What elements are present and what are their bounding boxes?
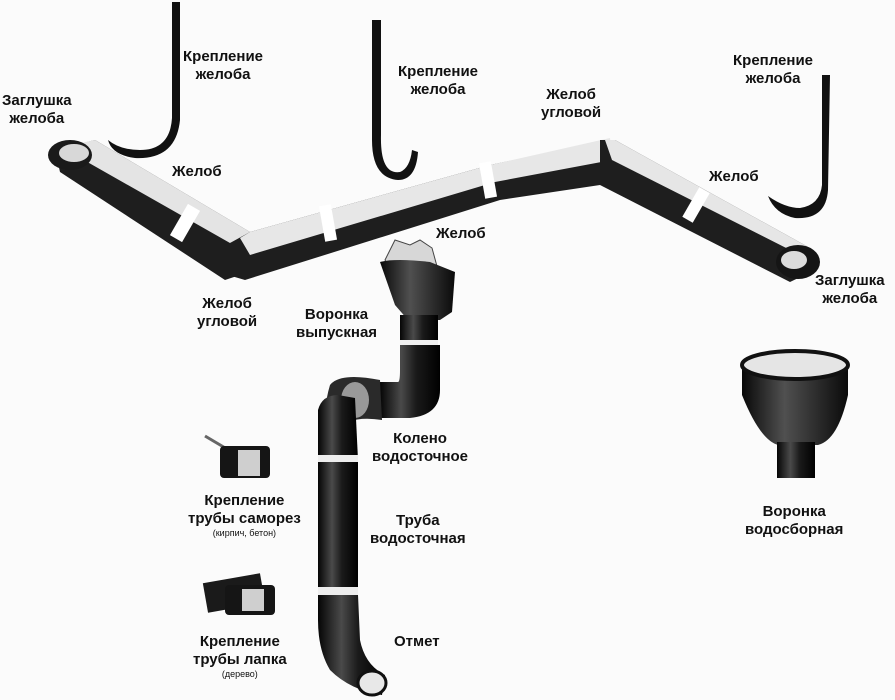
- funnel-band: [400, 340, 438, 348]
- label-line: Крепление: [733, 52, 814, 69]
- gutter-center-inner: [240, 138, 612, 255]
- label-end-cap-left: Заглушка желоба: [2, 92, 72, 128]
- label-line: Желоб: [436, 225, 486, 242]
- end-cap-left-face: [59, 144, 89, 162]
- collector-funnel-spout: [777, 442, 815, 478]
- clamp-bracket-ring-inner: [242, 589, 264, 611]
- label-hook-right: Крепление желоба: [733, 52, 813, 88]
- label-line: Желоб: [172, 163, 222, 180]
- label-note: (кирпич, бетон): [212, 528, 277, 538]
- label-line: Желоб: [202, 295, 252, 312]
- label-line: Крепление: [183, 48, 264, 65]
- collector-funnel-rim: [740, 349, 850, 381]
- label-line: желоба: [745, 70, 801, 87]
- label-line: Крепление: [199, 633, 280, 650]
- label-line: желоба: [822, 290, 878, 307]
- label-line: Воронка: [762, 503, 826, 520]
- label-line: трубы лапка: [193, 651, 287, 668]
- label-end-cap-right: Заглушка желоба: [815, 272, 885, 308]
- outlet-opening: [356, 669, 388, 697]
- label-line: угловой: [197, 313, 258, 330]
- label-line: Колено: [393, 430, 447, 447]
- label-elbow: Колено водосточное: [372, 430, 468, 466]
- label-line: Заглушка: [815, 272, 885, 289]
- pipe-clamp-bracket: [202, 573, 275, 615]
- downpipe: [318, 345, 440, 697]
- gutter-hooks: [108, 2, 830, 219]
- label-pipe: Труба водосточная: [370, 512, 466, 548]
- label-hook-mid: Крепление желоба: [398, 63, 478, 99]
- upper-elbow: [380, 345, 440, 418]
- collector-funnel: [740, 349, 850, 478]
- label-gutter-left: Желоб: [172, 163, 222, 181]
- label-gutter-center: Желоб: [436, 225, 486, 243]
- gutter-connector: [682, 187, 710, 223]
- pipe-band-top: [318, 455, 358, 464]
- gutter-hook-right: [768, 75, 830, 219]
- gutter-run: [48, 138, 820, 282]
- label-gutter-right: Желоб: [709, 168, 759, 186]
- gutter-hook-left: [108, 2, 180, 159]
- gutter-right-inner: [605, 140, 810, 255]
- gutter-connector: [478, 161, 498, 199]
- label-line: угловой: [541, 104, 602, 121]
- label-collector-funnel: Воронка водосборная: [745, 503, 843, 539]
- collector-funnel-body: [742, 365, 848, 445]
- label-line: Заглушка: [2, 92, 72, 109]
- lower-elbow: [318, 395, 358, 460]
- label-corner-top: Желоб угловой: [541, 86, 601, 122]
- label-outlet-funnel: Воронка выпускная: [296, 306, 377, 342]
- label-line: трубы саморез: [188, 510, 301, 527]
- label-note: (дерево): [221, 669, 258, 679]
- label-clamp-bracket: Крепление трубы лапка (дерево): [193, 633, 287, 680]
- label-line: желоба: [410, 81, 466, 98]
- label-corner-bottom: Желоб угловой: [197, 295, 257, 331]
- label-line: Отмет: [394, 633, 440, 650]
- label-line: Крепление: [204, 492, 285, 509]
- funnel-body: [380, 260, 455, 320]
- gutter-hook-mid: [372, 20, 418, 180]
- label-line: водосточная: [370, 530, 466, 547]
- label-line: Воронка: [304, 306, 369, 323]
- label-line: желоба: [9, 110, 65, 127]
- outlet-funnel: [380, 239, 455, 348]
- end-cap-right-face: [781, 251, 807, 269]
- gutter-connector: [318, 204, 338, 242]
- label-line: желоба: [195, 66, 251, 83]
- downpipe-body: [318, 462, 358, 590]
- label-hook-left: Крепление желоба: [183, 48, 263, 84]
- label-clamp-screw: Крепление трубы саморез (кирпич, бетон): [188, 492, 301, 539]
- clamp-screw-ring-inner: [238, 450, 260, 476]
- label-outlet: Отмет: [394, 633, 440, 651]
- label-line: Крепление: [398, 63, 479, 80]
- gutter-left-inner: [58, 140, 250, 243]
- label-line: водосборная: [745, 521, 844, 538]
- label-line: выпускная: [296, 324, 378, 341]
- label-line: Желоб: [546, 86, 596, 103]
- label-line: Труба: [396, 512, 440, 529]
- gutter-left-section: [55, 140, 250, 280]
- label-line: Желоб: [709, 168, 759, 185]
- pipe-band-bottom: [318, 587, 358, 596]
- pipe-clamp-screw: [204, 434, 270, 478]
- gutter-connector: [169, 203, 201, 243]
- label-line: водосточное: [372, 448, 469, 465]
